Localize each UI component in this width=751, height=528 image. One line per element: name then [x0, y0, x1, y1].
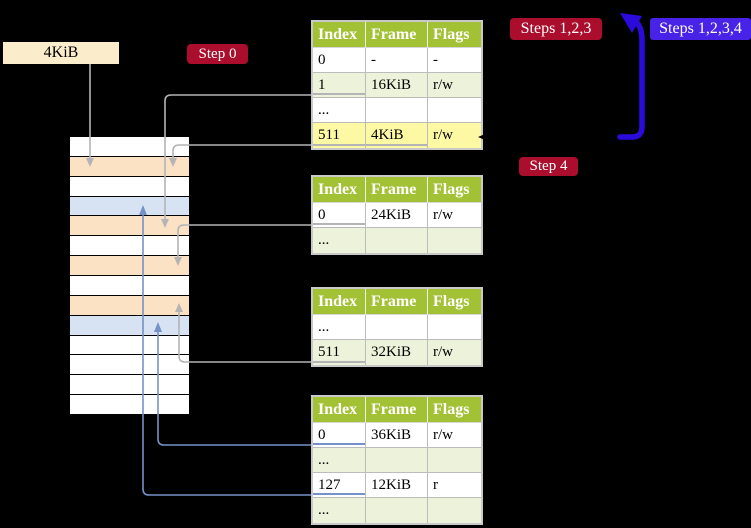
memory-tick [57, 174, 69, 176]
memory-tick [57, 294, 69, 296]
table-cell: 12KiB [366, 473, 428, 498]
table-cell: r/w [428, 423, 481, 448]
connector-underline [313, 361, 365, 363]
table-cell: 0 [313, 423, 366, 448]
table-cell [428, 228, 481, 253]
connector-underline [313, 93, 365, 95]
memory-frame-row-2-white [70, 175, 189, 196]
connector-l3e0-to-24kib [177, 224, 311, 258]
label-steps-1-2-3-4: Steps 1,2,3,4 [650, 18, 751, 40]
table-cell: ... [313, 315, 366, 340]
memory-frame-row-0-white [70, 137, 189, 156]
table-header-index: Index [313, 177, 366, 203]
table-cell: ... [313, 498, 366, 523]
connector-underline [313, 443, 365, 445]
memory-tick [57, 254, 69, 256]
table-cell: 16KiB [366, 73, 428, 98]
memory-tick [57, 155, 69, 157]
table-cell: r/w [428, 340, 481, 365]
table-cell: 24KiB [366, 203, 428, 228]
table-cell [366, 315, 428, 340]
connector-l2e511-to-32kib [178, 311, 311, 363]
table-cell: 0 [313, 203, 366, 228]
table-header-flags: Flags [428, 22, 481, 48]
memory-frame-row-8-orange [70, 294, 189, 315]
table-cell: ... [313, 228, 366, 253]
label-steps-1-2-3: Steps 1,2,3 [510, 18, 602, 40]
memory-frame-row-9-blue [70, 314, 189, 335]
memory-frame-row-3-blue [70, 195, 189, 216]
connector-l4e511-to-4kib [172, 144, 311, 159]
table-cell [428, 448, 481, 473]
arrowhead-up-left-icon [620, 13, 642, 33]
table-header-flags: Flags [428, 177, 481, 203]
table-cell [366, 448, 428, 473]
label-step-0: Step 0 [187, 44, 248, 64]
table-cell [428, 315, 481, 340]
table-header-frame: Frame [366, 22, 428, 48]
table-cell: 4KiB [366, 123, 428, 148]
table-header-frame: Frame [366, 177, 428, 203]
table-cell [428, 98, 481, 123]
physical-memory-strip [69, 136, 190, 415]
table-header-index: Index [313, 397, 366, 423]
table-header-flags: Flags [428, 289, 481, 315]
table-cell: r/w [428, 73, 481, 98]
table-cell: 36KiB [366, 423, 428, 448]
memory-tick [57, 214, 69, 216]
table-header-index: Index [313, 289, 366, 315]
table-cell: r [428, 473, 481, 498]
connector-underline [366, 144, 427, 146]
table-cell [428, 498, 481, 523]
table-header-frame: Frame [366, 397, 428, 423]
table-cell: r/w [428, 123, 481, 148]
memory-tick [57, 135, 69, 137]
table-header-frame: Frame [366, 289, 428, 315]
table-cell [366, 228, 428, 253]
table-cell: 0 [313, 48, 366, 73]
label-step-4: Step 4 [519, 157, 578, 176]
table-header-flags: Flags [428, 397, 481, 423]
table-cell: ... [313, 98, 366, 123]
table-cell [366, 98, 428, 123]
table-cell: ... [313, 448, 366, 473]
table-cell: - [428, 48, 481, 73]
table-cell: 127 [313, 473, 366, 498]
memory-frame-row-5-white [70, 235, 189, 256]
table-cell [366, 498, 428, 523]
table-cell: 511 [313, 123, 366, 148]
table-cell: 32KiB [366, 340, 428, 365]
connector-underline [313, 144, 365, 146]
memory-frame-row-10-white [70, 334, 189, 355]
memory-frame-row-11-white [70, 354, 189, 375]
table-header-index: Index [313, 22, 366, 48]
root-frame-box: 4KiB [3, 42, 119, 64]
table-cell: 511 [313, 340, 366, 365]
memory-frame-row-4-orange [70, 215, 189, 236]
connector-underline [313, 223, 365, 225]
memory-frame-row-13-white [70, 394, 189, 415]
connector-underline [313, 493, 365, 495]
table-cell: r/w [428, 203, 481, 228]
table-cell: - [366, 48, 428, 73]
tlb-shortcut-arrow [617, 16, 645, 140]
table-cell: 1 [313, 73, 366, 98]
memory-frame-row-1-orange [70, 155, 189, 176]
memory-frame-row-7-white [70, 275, 189, 295]
memory-frame-row-6-orange [70, 255, 189, 276]
memory-frame-row-12-white [70, 374, 189, 395]
